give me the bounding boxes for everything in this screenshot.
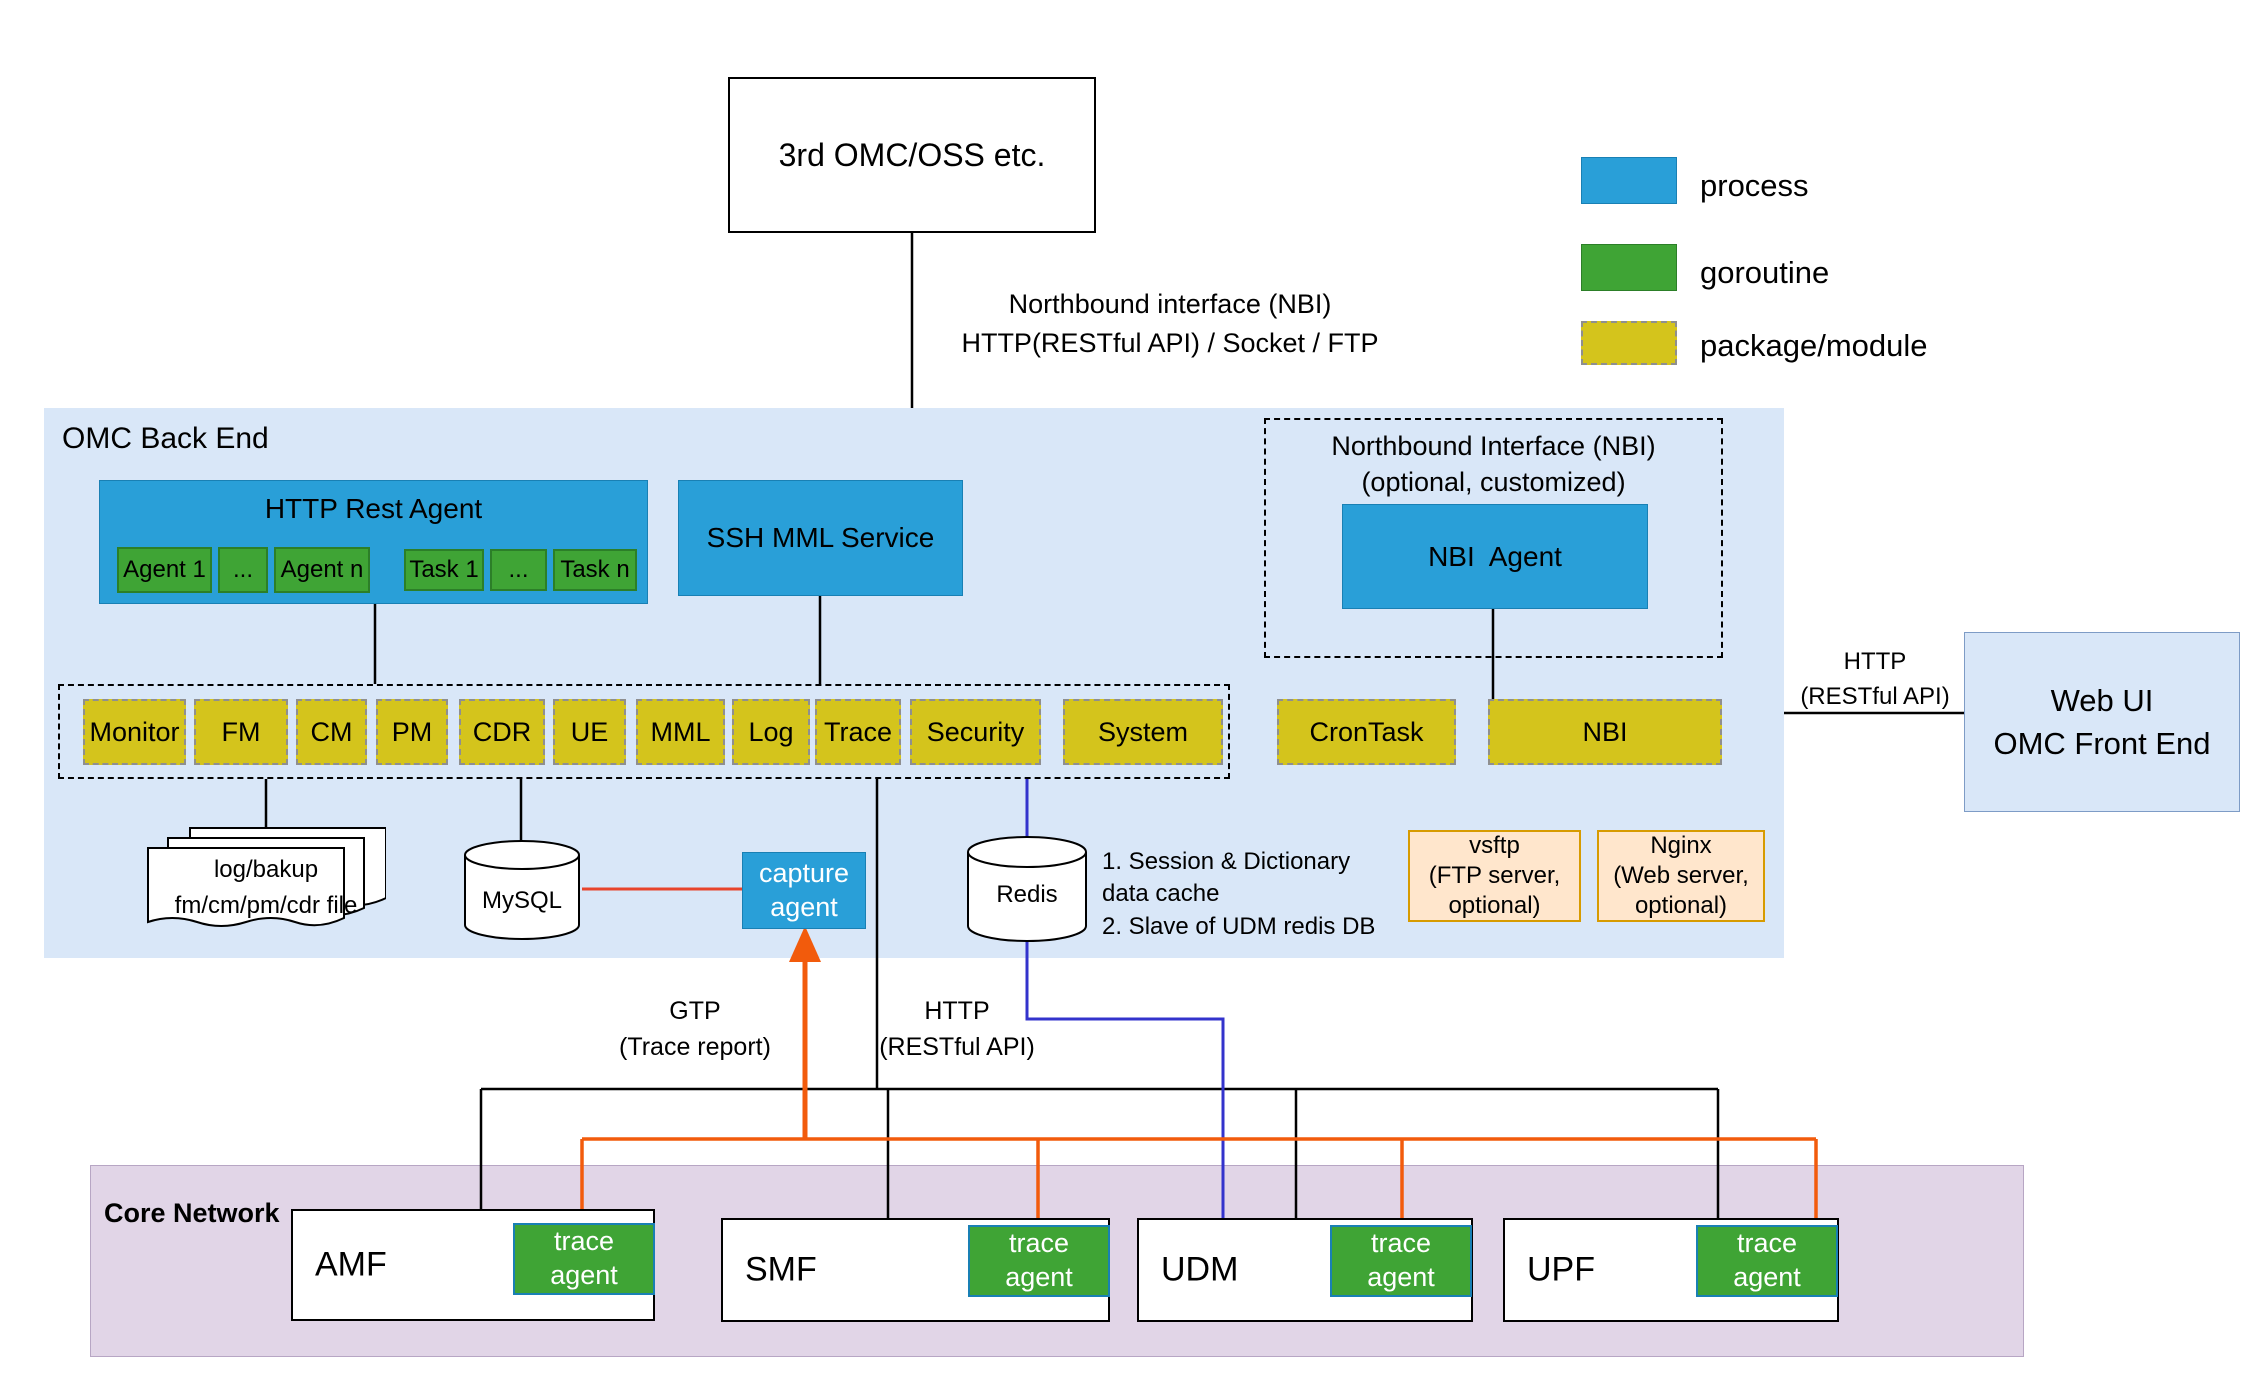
redis-note: 1. Session & Dictionary data cache 2. Sl… <box>1102 848 1376 940</box>
module-fm: FM <box>194 699 288 765</box>
document-stack-icon <box>147 827 387 927</box>
agent-ellipsis-cell: ... <box>218 547 268 593</box>
gtp-edge-label: GTP (Trace report) <box>619 997 771 1062</box>
module-pm: PM <box>376 699 448 765</box>
module-crontask: CronTask <box>1277 699 1456 765</box>
nf-smf: SMF trace agent <box>721 1218 1110 1322</box>
trace-agent: trace agent <box>968 1225 1110 1297</box>
core-http-edge-label: HTTP (RESTful API) <box>879 997 1035 1062</box>
module-monitor: Monitor <box>83 699 186 765</box>
webui-http-label: HTTP (RESTful API) <box>1800 648 1950 710</box>
log-file-label: log/bakup fm/cm/pm/cdr file <box>174 856 358 919</box>
redis-db: Redis <box>967 836 1087 942</box>
redis-label: Redis <box>996 881 1057 908</box>
module-trace: Trace <box>815 699 901 765</box>
nf-udm: UDM trace agent <box>1137 1218 1473 1322</box>
module-cm: CM <box>296 699 367 765</box>
module-log: Log <box>732 699 810 765</box>
nbi-optional-group: Northbound Interface (NBI) (optional, cu… <box>1264 418 1723 658</box>
nbi-group-title: Northbound Interface (NBI) (optional, cu… <box>1331 431 1656 498</box>
nf-upf: UPF trace agent <box>1503 1218 1839 1322</box>
webui-node: Web UI OMC Front End <box>1964 632 2240 812</box>
nginx-node: Nginx (Web server, optional) <box>1597 830 1765 922</box>
module-cdr: CDR <box>459 699 545 765</box>
ssh-mml-service-label: SSH MML Service <box>706 522 935 553</box>
module-row <box>58 684 1230 779</box>
legend-package-swatch <box>1581 321 1677 365</box>
capture-agent-node: capture agent <box>742 852 866 929</box>
mysql-label: MySQL <box>482 887 562 914</box>
nf-upf-label: UPF <box>1527 1250 1595 1289</box>
agent-cell: Agent 1 <box>117 547 212 593</box>
core-network-title: Core Network <box>104 1198 280 1228</box>
nf-smf-label: SMF <box>745 1250 817 1289</box>
legend-process-swatch <box>1581 157 1677 204</box>
legend-goroutine-swatch <box>1581 244 1677 291</box>
mysql-db: MySQL <box>464 840 580 940</box>
http-rest-agent-title: HTTP Rest Agent <box>264 493 483 524</box>
module-mml: MML <box>636 699 725 765</box>
module-ue: UE <box>553 699 626 765</box>
legend-package-label: package/module <box>1700 328 1928 363</box>
module-system: System <box>1063 699 1223 765</box>
trace-agent: trace agent <box>513 1223 655 1295</box>
legend-goroutine-label: goroutine <box>1700 255 1830 290</box>
trace-agent: trace agent <box>1330 1225 1472 1297</box>
omc-oss-label: 3rd OMC/OSS etc. <box>778 136 1046 173</box>
nf-amf: AMF trace agent <box>291 1209 655 1321</box>
trace-agent: trace agent <box>1696 1225 1838 1297</box>
log-file-stack: log/bakup fm/cm/pm/cdr file <box>146 826 387 938</box>
module-nbi: NBI <box>1488 699 1722 765</box>
ssh-mml-service-node: SSH MML Service <box>678 480 963 596</box>
nbi-edge-label: Northbound interface (NBI) HTTP(RESTful … <box>961 289 1379 359</box>
omc-oss-node: 3rd OMC/OSS etc. <box>728 77 1096 233</box>
module-security: Security <box>910 699 1041 765</box>
legend-process-label: process <box>1700 168 1809 203</box>
nbi-agent-node: NBI Agent <box>1342 504 1648 609</box>
agent-cell: Agent n <box>274 547 370 593</box>
task-cell: Task n <box>553 549 637 591</box>
task-cell: Task 1 <box>404 549 484 591</box>
nf-amf-label: AMF <box>315 1245 387 1284</box>
vsftp-node: vsftp (FTP server, optional) <box>1408 830 1581 922</box>
nf-udm-label: UDM <box>1161 1250 1239 1289</box>
task-ellipsis-cell: ... <box>490 549 547 591</box>
http-rest-agent-node: HTTP Rest Agent Agent 1 ... Agent n Task… <box>99 480 648 604</box>
backend-title: OMC Back End <box>62 422 269 455</box>
